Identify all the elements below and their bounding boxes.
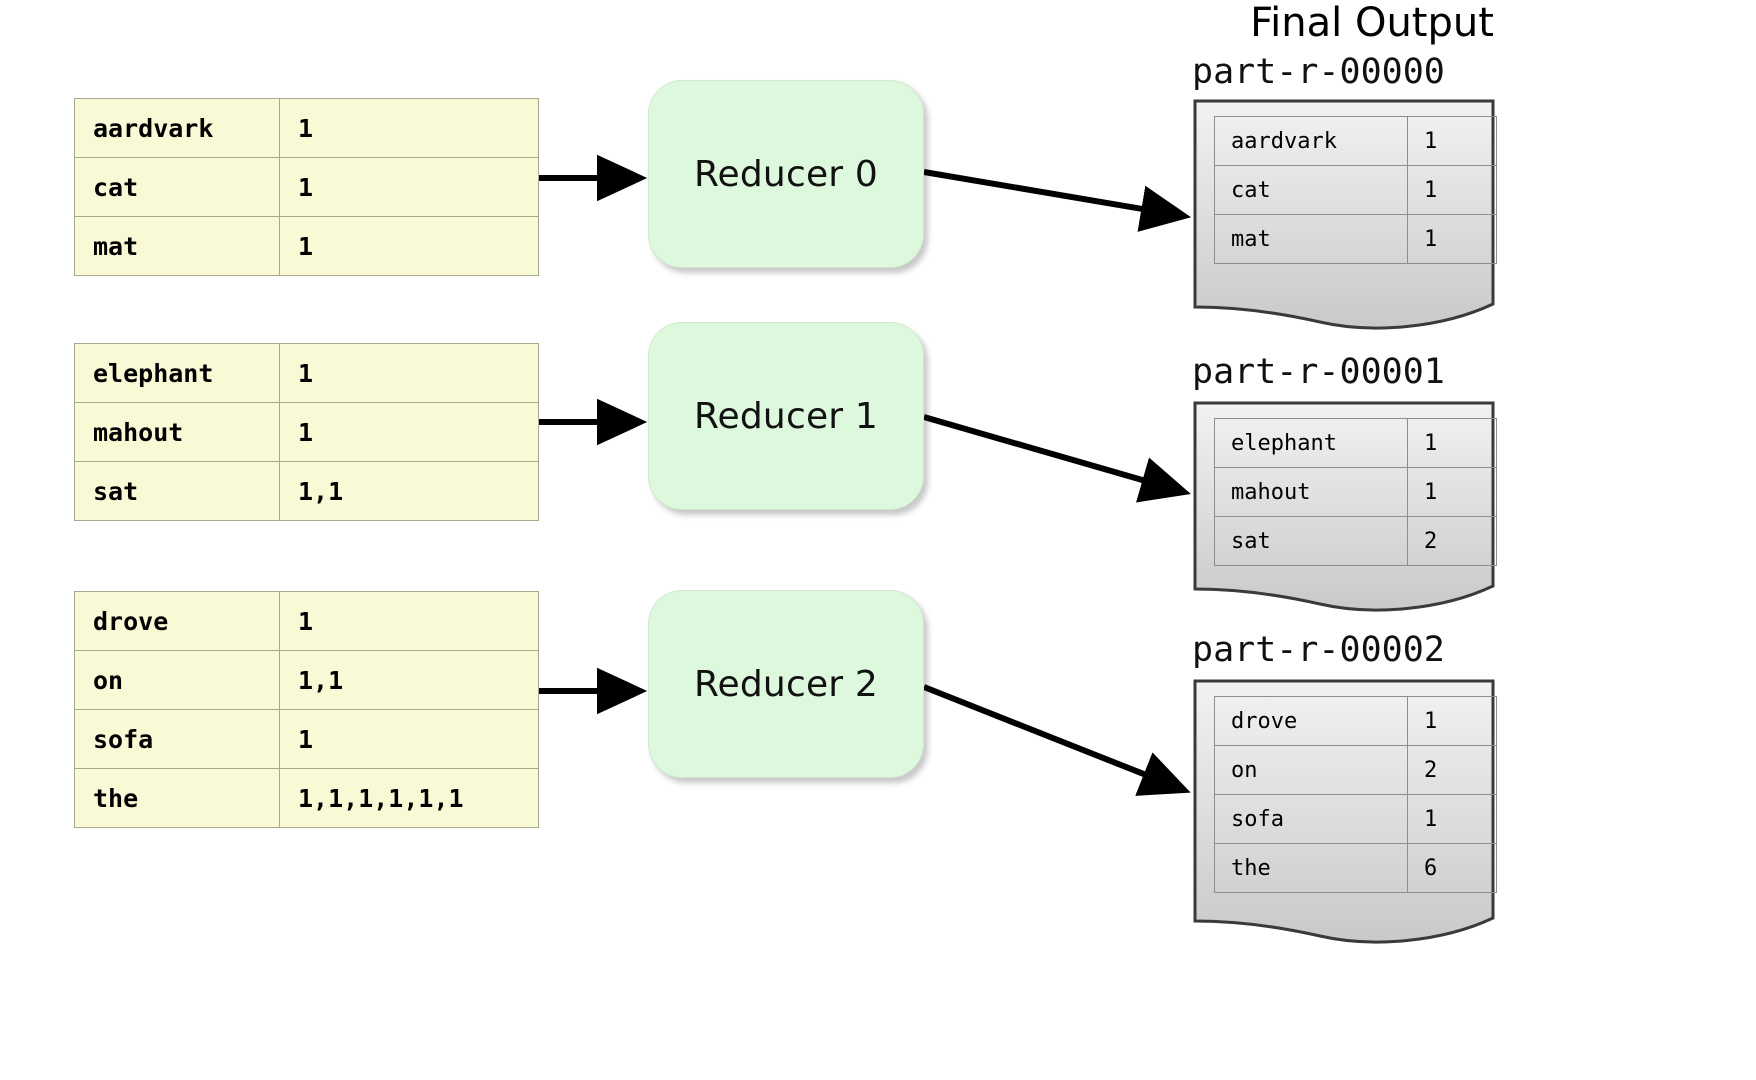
shuffle-key: sofa	[74, 709, 280, 769]
output-value: 2	[1407, 516, 1497, 566]
table-row: on 2	[1214, 745, 1497, 795]
table-row: sofa 1	[1214, 794, 1497, 844]
output-value: 2	[1407, 745, 1497, 795]
shuffle-key: elephant	[74, 343, 280, 403]
output-key: cat	[1214, 165, 1408, 215]
output-value: 1	[1407, 467, 1497, 517]
output-key: on	[1214, 745, 1408, 795]
reducer-label: Reducer 0	[693, 153, 879, 195]
output-table-2: drove 1 on 2 sofa 1 the 6	[1214, 696, 1497, 893]
table-row: aardvark 1	[1214, 116, 1497, 166]
output-document-1[interactable]: elephant 1 mahout 1 sat 2	[1192, 400, 1497, 612]
output-value: 1	[1407, 696, 1497, 746]
shuffle-key: on	[74, 650, 280, 710]
output-key: drove	[1214, 696, 1408, 746]
output-filename-label-0: part-r-00000	[1192, 52, 1445, 92]
reducer-label: Reducer 1	[693, 395, 879, 437]
reducer-node-0[interactable]: Reducer 0	[648, 80, 924, 268]
table-row: mat 1	[74, 216, 539, 276]
output-key: aardvark	[1214, 116, 1408, 166]
output-value: 1	[1407, 165, 1497, 215]
shuffle-table-1: elephant 1 mahout 1 sat 1,1	[74, 343, 539, 521]
output-filename-label-2: part-r-00002	[1192, 630, 1445, 670]
arrow-reducer1-to-output1	[923, 414, 1191, 503]
output-key: sofa	[1214, 794, 1408, 844]
output-value: 1	[1407, 214, 1497, 264]
table-row: aardvark 1	[74, 98, 539, 158]
output-value: 6	[1407, 843, 1497, 893]
table-row: drove 1	[74, 591, 539, 651]
shuffle-value: 1	[279, 216, 539, 276]
reducer-label: Reducer 2	[693, 663, 879, 705]
table-row: the 6	[1214, 843, 1497, 893]
shuffle-value: 1,1,1,1,1,1	[279, 768, 539, 828]
output-key: the	[1214, 843, 1408, 893]
output-key: elephant	[1214, 418, 1408, 468]
output-value: 1	[1407, 794, 1497, 844]
table-row: mahout 1	[1214, 467, 1497, 517]
table-row: mat 1	[1214, 214, 1497, 264]
table-row: elephant 1	[74, 343, 539, 403]
shuffle-key: mat	[74, 216, 280, 276]
shuffle-table-0: aardvark 1 cat 1 mat 1	[74, 98, 539, 276]
shuffle-value: 1	[279, 709, 539, 769]
shuffle-key: cat	[74, 157, 280, 217]
output-table-1: elephant 1 mahout 1 sat 2	[1214, 418, 1497, 566]
shuffle-key: aardvark	[74, 98, 280, 158]
final-output-title: Final Output	[1250, 0, 1494, 46]
shuffle-value: 1	[279, 591, 539, 651]
table-row: drove 1	[1214, 696, 1497, 746]
output-document-2[interactable]: drove 1 on 2 sofa 1 the 6	[1192, 678, 1497, 946]
output-value: 1	[1407, 116, 1497, 166]
output-value: 1	[1407, 418, 1497, 468]
reducer-node-1[interactable]: Reducer 1	[648, 322, 924, 510]
shuffle-value: 1	[279, 157, 539, 217]
shuffle-key: sat	[74, 461, 280, 521]
output-key: mahout	[1214, 467, 1408, 517]
table-row: sofa 1	[74, 709, 539, 769]
table-row: mahout 1	[74, 402, 539, 462]
output-document-0[interactable]: aardvark 1 cat 1 mat 1	[1192, 98, 1497, 330]
table-row: elephant 1	[1214, 418, 1497, 468]
table-row: cat 1	[74, 157, 539, 217]
shuffle-key: drove	[74, 591, 280, 651]
reducer-node-2[interactable]: Reducer 2	[648, 590, 924, 778]
shuffle-value: 1,1	[279, 461, 539, 521]
shuffle-value: 1	[279, 98, 539, 158]
table-row: on 1,1	[74, 650, 539, 710]
shuffle-table-2: drove 1 on 1,1 sofa 1 the 1,1,1,1,1,1	[74, 591, 539, 828]
shuffle-key: mahout	[74, 402, 280, 462]
output-key: sat	[1214, 516, 1408, 566]
table-row: sat 1,1	[74, 461, 539, 521]
table-row: sat 2	[1214, 516, 1497, 566]
output-filename-label-1: part-r-00001	[1192, 352, 1445, 392]
table-row: cat 1	[1214, 165, 1497, 215]
shuffle-value: 1	[279, 402, 539, 462]
shuffle-key: the	[74, 768, 280, 828]
output-key: mat	[1214, 214, 1408, 264]
shuffle-value: 1	[279, 343, 539, 403]
shuffle-value: 1,1	[279, 650, 539, 710]
arrow-reducer2-to-output2	[922, 684, 1191, 796]
table-row: the 1,1,1,1,1,1	[74, 768, 539, 828]
arrow-reducer0-to-output0	[923, 169, 1192, 232]
output-table-0: aardvark 1 cat 1 mat 1	[1214, 116, 1497, 264]
